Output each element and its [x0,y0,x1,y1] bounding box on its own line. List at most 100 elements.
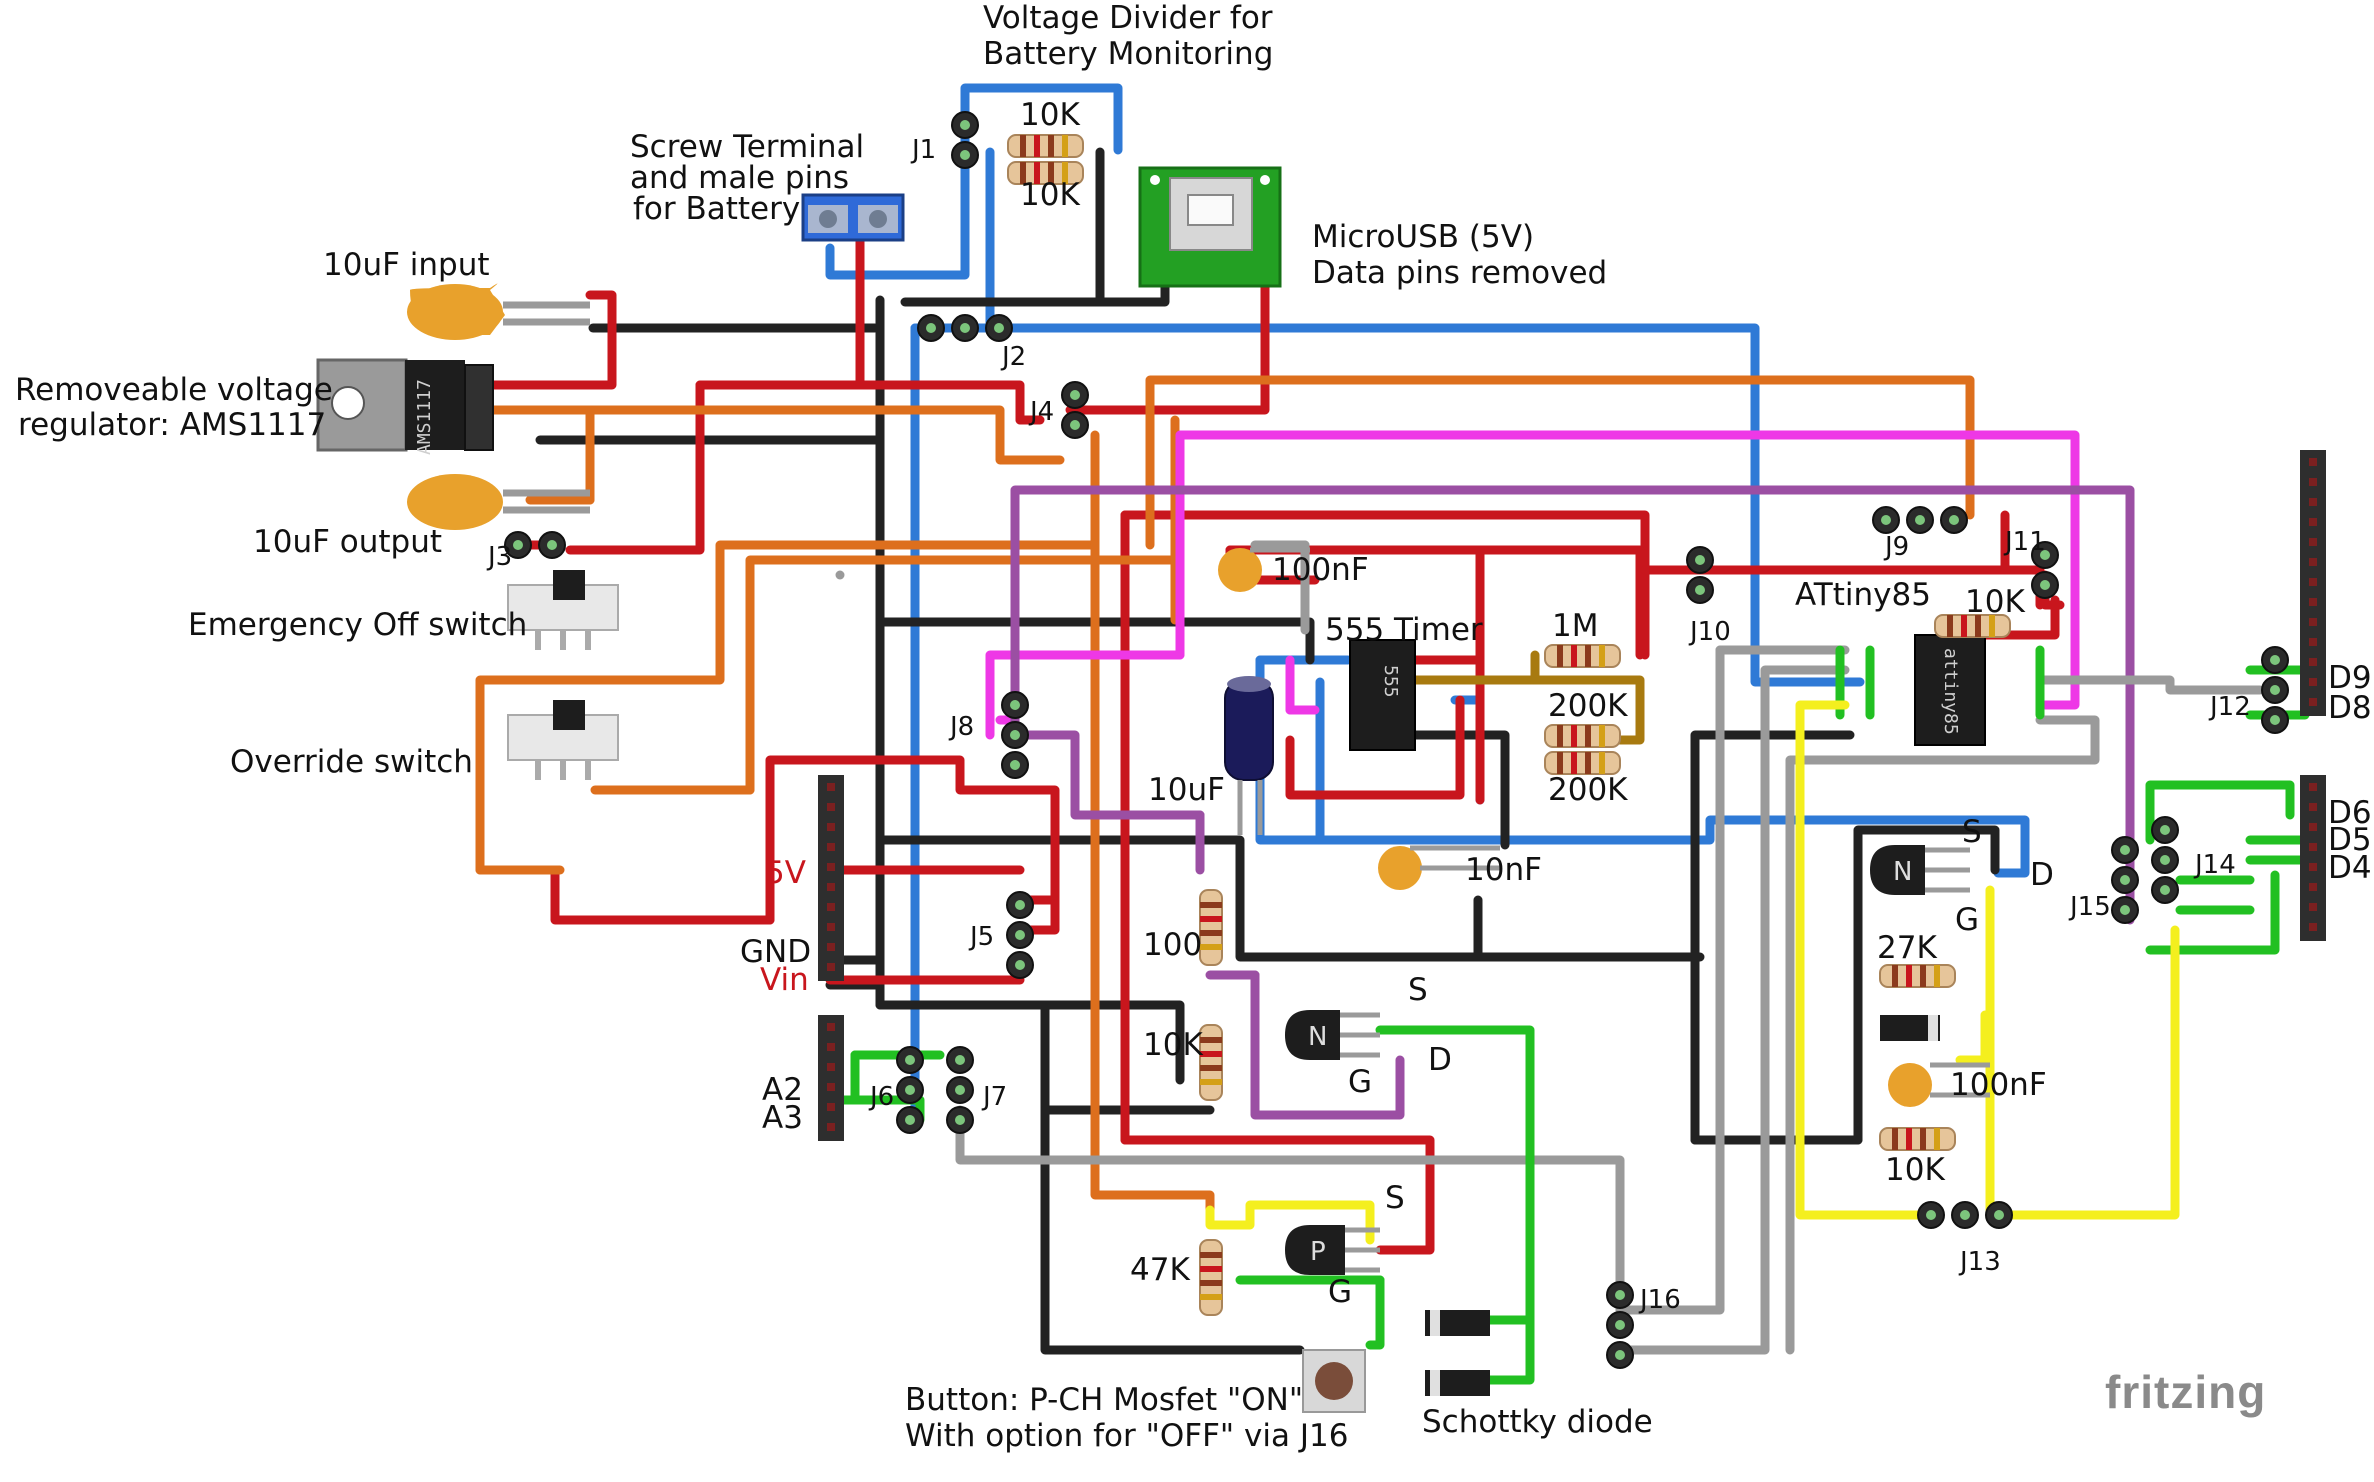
header-pin [2309,598,2317,606]
header-pin [827,883,835,891]
marking-attiny85: attiny85 [1940,648,1961,735]
resistor-band [1557,645,1563,667]
resistor-band [1200,1037,1222,1043]
wire-orange [475,375,1975,1220]
header-pin [2309,883,2317,891]
label-voltage-divider-1: Voltage Divider for [983,0,1273,36]
jumper-label-7: J7 [981,1082,1007,1112]
header-pin [827,843,835,851]
header-pin [2309,678,2317,686]
resistor-band [1906,1128,1912,1150]
mosfet-p1-mark: P [1310,1237,1326,1267]
wire-blue [825,83,2030,1115]
resistor-band [1200,1065,1222,1071]
mosfet-n2-s: S [1962,814,1982,850]
jumper-pad-hole [1881,515,1891,525]
resistor-band [1062,162,1068,184]
jumper-pad-hole [1960,1210,1970,1220]
capacitor-100nf-b [1888,1062,1990,1107]
jumper-pad-hole [1915,515,1925,525]
capacitor-100nf-timer [1218,547,1310,592]
label-microusb-1: MicroUSB (5V) [1312,219,1534,255]
jumper-label-14: J14 [2193,850,2236,880]
mosfet-n-1 [1285,1010,1380,1060]
header-pin [2309,538,2317,546]
value-r-div-top: 10K [1020,97,1080,133]
value-r-200k-b: 200K [1548,772,1628,808]
chip-555 [1349,639,1416,751]
jumper-label-12: J12 [2208,692,2251,722]
ams1117-regulator [316,358,494,452]
mosfet-n2-mark: N [1893,857,1912,887]
header-pin [2309,843,2317,851]
resistor-band [1034,135,1040,157]
resistor-band [1892,965,1898,987]
label-voltage-divider-2: Battery Monitoring [983,36,1273,72]
header-pin [827,923,835,931]
header-pin [2309,863,2317,871]
resistor-band [1200,1280,1222,1286]
header-pin [827,863,835,871]
header-pin [2309,698,2317,706]
resistor-band [1034,162,1040,184]
resistor-band [1920,1128,1926,1150]
jumper-pad-hole [905,1085,915,1095]
value-r-attiny: 10K [1965,584,2025,620]
jumper-pad-hole [960,323,970,333]
resistor-band [1906,965,1912,987]
resistor-band [1961,615,1967,637]
resistor-band [1200,1252,1222,1258]
label-555-timer: 555 Timer [1325,612,1483,648]
resistor-band [1200,1051,1222,1057]
jumper-label-4: J4 [1028,397,1054,427]
jumper-pad-hole [2160,885,2170,895]
jumper-pad-hole [2120,875,2130,885]
jumper-pad-hole [2160,825,2170,835]
jumper-pad-hole [1949,515,1959,525]
jumper-pad-hole [2120,905,2130,915]
jumper-pad-hole [2160,855,2170,865]
jumper-label-10: J10 [1688,617,1731,647]
label-screw-terminal-3: for Battery [633,191,800,227]
mosfet-n1-s: S [1408,972,1428,1008]
header-pin [827,963,835,971]
resistor-band [1989,615,1995,637]
jumper-pad-hole [960,120,970,130]
jumper-pad-hole [1010,730,1020,740]
resistor-band [1920,965,1926,987]
header-pin [2309,518,2317,526]
header-pin [827,1063,835,1071]
wire-red [475,230,2065,1255]
jumper-pad-hole [547,540,557,550]
value-r-10k-gate: 10K [1143,1027,1203,1063]
capacitor-10uf-output [407,474,590,530]
mosfet-n-2 [1870,845,1970,895]
resistor-band [1571,725,1577,747]
schottky-diode-2 [1425,1370,1490,1396]
header-pin [2309,458,2317,466]
header-pin [2309,803,2317,811]
jumper-pad-hole [994,323,1004,333]
jumper-pad-hole [1015,930,1025,940]
jumper-label-8: J8 [948,712,974,742]
labels: Voltage Divider for Battery Monitoring S… [15,0,2372,1454]
label-header-d4: D4 [2328,850,2372,886]
header-pin [2309,578,2317,586]
resistor-band [1599,752,1605,774]
label-screw-terminal-2: and male pins [630,160,849,196]
jumper-label-5: J5 [968,922,994,952]
header-pin [2309,618,2317,626]
value-c-10nf: 10nF [1465,852,1542,888]
jumper-pad-hole [1926,1210,1936,1220]
resistor-band [1048,135,1054,157]
mosfet-p1-s: S [1385,1180,1405,1216]
resistor-band [1585,725,1591,747]
header-pin [2309,658,2317,666]
jumper-pad-hole [2120,845,2130,855]
jumper-pad-hole [2040,550,2050,560]
resistor-band [1200,1294,1222,1300]
label-screw-terminal-1: Screw Terminal [630,129,864,165]
jumper-pad-hole [1994,1210,2004,1220]
jumper-pad-hole [1070,390,1080,400]
